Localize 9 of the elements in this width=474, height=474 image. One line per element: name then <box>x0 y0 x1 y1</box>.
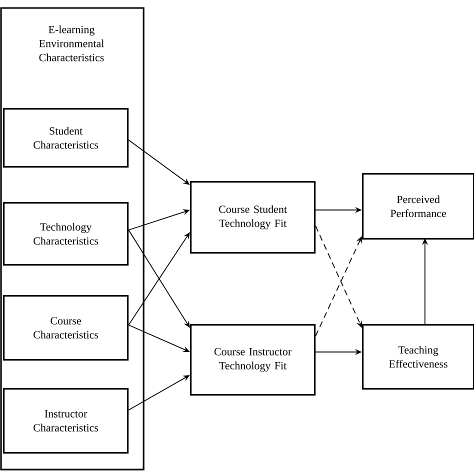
process-box: Teaching Effectiveness <box>362 324 474 390</box>
process-box: Instructor Characteristics <box>3 388 129 454</box>
arrow <box>128 140 190 185</box>
process-box: Course Characteristics <box>3 295 129 361</box>
process-box: Perceived Performance <box>362 173 474 240</box>
process-box: Technology Characteristics <box>3 202 129 266</box>
process-box: Course Instructor Technology Fit <box>190 324 316 396</box>
process-box: Course Student Technology Fit <box>190 181 316 254</box>
process-box: Student Characteristics <box>3 108 129 168</box>
